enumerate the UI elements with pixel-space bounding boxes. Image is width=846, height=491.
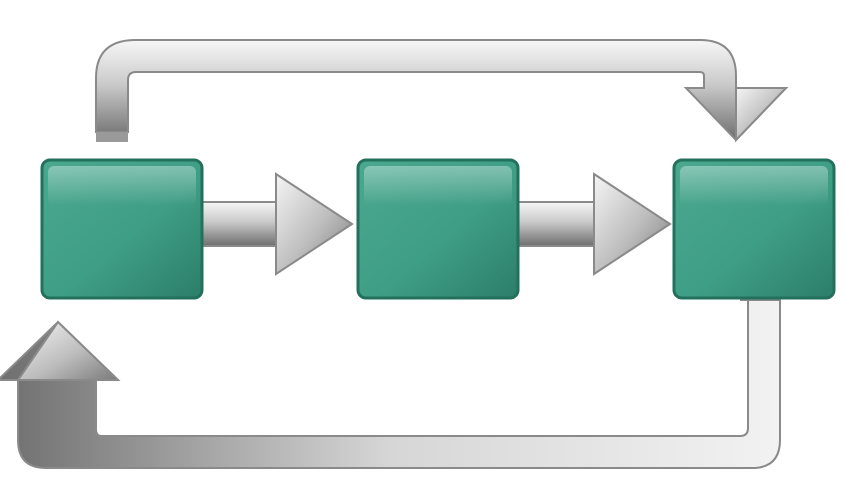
- box-2: [358, 160, 518, 298]
- box-3: [674, 160, 834, 298]
- arrow-box1-to-box2: [200, 174, 352, 274]
- top-loop-arrow: [96, 40, 786, 142]
- bottom-loop-arrow: [0, 300, 780, 468]
- arrow-box2-to-box3: [518, 174, 670, 274]
- box-1: [42, 160, 202, 298]
